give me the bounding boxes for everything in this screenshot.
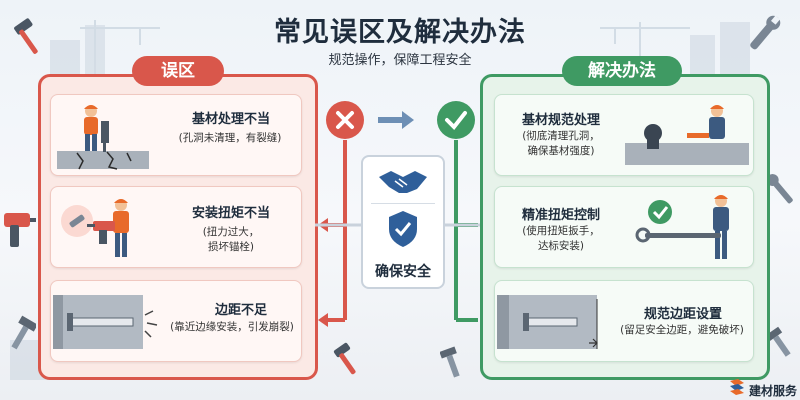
center-label: 确保安全 bbox=[375, 264, 431, 280]
bolt-icon bbox=[440, 346, 460, 378]
shield-check-icon bbox=[389, 211, 417, 247]
correct-check-icon bbox=[437, 101, 475, 139]
brand-logo-icon bbox=[730, 379, 744, 395]
solution-desc: (彻底清理孔洞， bbox=[522, 130, 600, 142]
solution-desc: (留足安全边距，避免破坏) bbox=[620, 324, 744, 336]
solution-desc: (使用扭矩扳手， bbox=[522, 225, 600, 237]
solution-title: 精准扭矩控制 bbox=[521, 208, 600, 223]
anchor-safe-distance-illustration bbox=[497, 295, 598, 349]
mistake-title: 基材处理不当 bbox=[191, 112, 270, 127]
mistake-title: 安装扭矩不当 bbox=[191, 206, 270, 221]
worker-cleaning-hole-illustration bbox=[625, 105, 749, 165]
mistake-title: 边距不足 bbox=[214, 303, 267, 318]
solution-title: 基材规范处理 bbox=[521, 113, 600, 128]
mistake-desc: (靠近边缘安装，引发崩裂) bbox=[170, 321, 294, 333]
solution-card-substrate: 基材规范处理 (彻底清理孔洞， 确保基材强度) bbox=[494, 94, 754, 176]
mistake-card-substrate: 基材处理不当 (孔洞未清理，有裂缝) bbox=[50, 94, 302, 176]
solution-card-torque: 精准扭矩控制 (使用扭矩扳手， 达标安装) bbox=[494, 186, 754, 268]
brand-name: 建材服务 bbox=[749, 384, 798, 398]
drill-icon bbox=[4, 213, 36, 247]
solution-desc: 达标安装) bbox=[537, 240, 585, 252]
solution-card-edge: 规范边距设置 (留足安全边距，避免破坏) bbox=[494, 280, 754, 362]
solution-title: 规范边距设置 bbox=[643, 307, 722, 322]
mistake-desc: (孔洞未清理，有裂缝) bbox=[178, 132, 282, 144]
hammer-icon bbox=[14, 18, 38, 54]
mistake-card-edge: 边距不足 (靠近边缘安装，引发崩裂) bbox=[50, 280, 302, 362]
mistake-card-torque: 安装扭矩不当 (扭力过大， 损坏锚栓) bbox=[50, 186, 302, 268]
mistake-desc: 损坏锚栓) bbox=[207, 241, 255, 253]
page-subtitle: 规范操作，保障工程安全 bbox=[328, 53, 472, 68]
center-divider bbox=[371, 203, 435, 204]
safety-center-box: 确保安全 bbox=[361, 155, 445, 289]
anchor-near-edge-illustration bbox=[53, 295, 158, 349]
wrench-icon bbox=[750, 15, 781, 50]
worker-torque-wrench-illustration bbox=[635, 195, 729, 259]
solutions-label: 解决办法 bbox=[562, 56, 682, 86]
bolt-icon bbox=[11, 315, 36, 350]
solution-desc: 确保基材强度) bbox=[527, 145, 595, 157]
mistake-desc: (扭力过大， bbox=[202, 226, 260, 238]
mistakes-label: 误区 bbox=[132, 56, 224, 86]
worker-overtightening-illustration bbox=[61, 199, 129, 257]
worker-drilling-cracked-concrete-illustration bbox=[57, 105, 149, 170]
page-title: 常见误区及解决办法 bbox=[274, 17, 526, 48]
handshake-icon bbox=[379, 171, 427, 193]
hammer-icon bbox=[333, 342, 356, 375]
checkmark-icon bbox=[648, 200, 672, 224]
wrong-x-icon bbox=[326, 101, 364, 139]
